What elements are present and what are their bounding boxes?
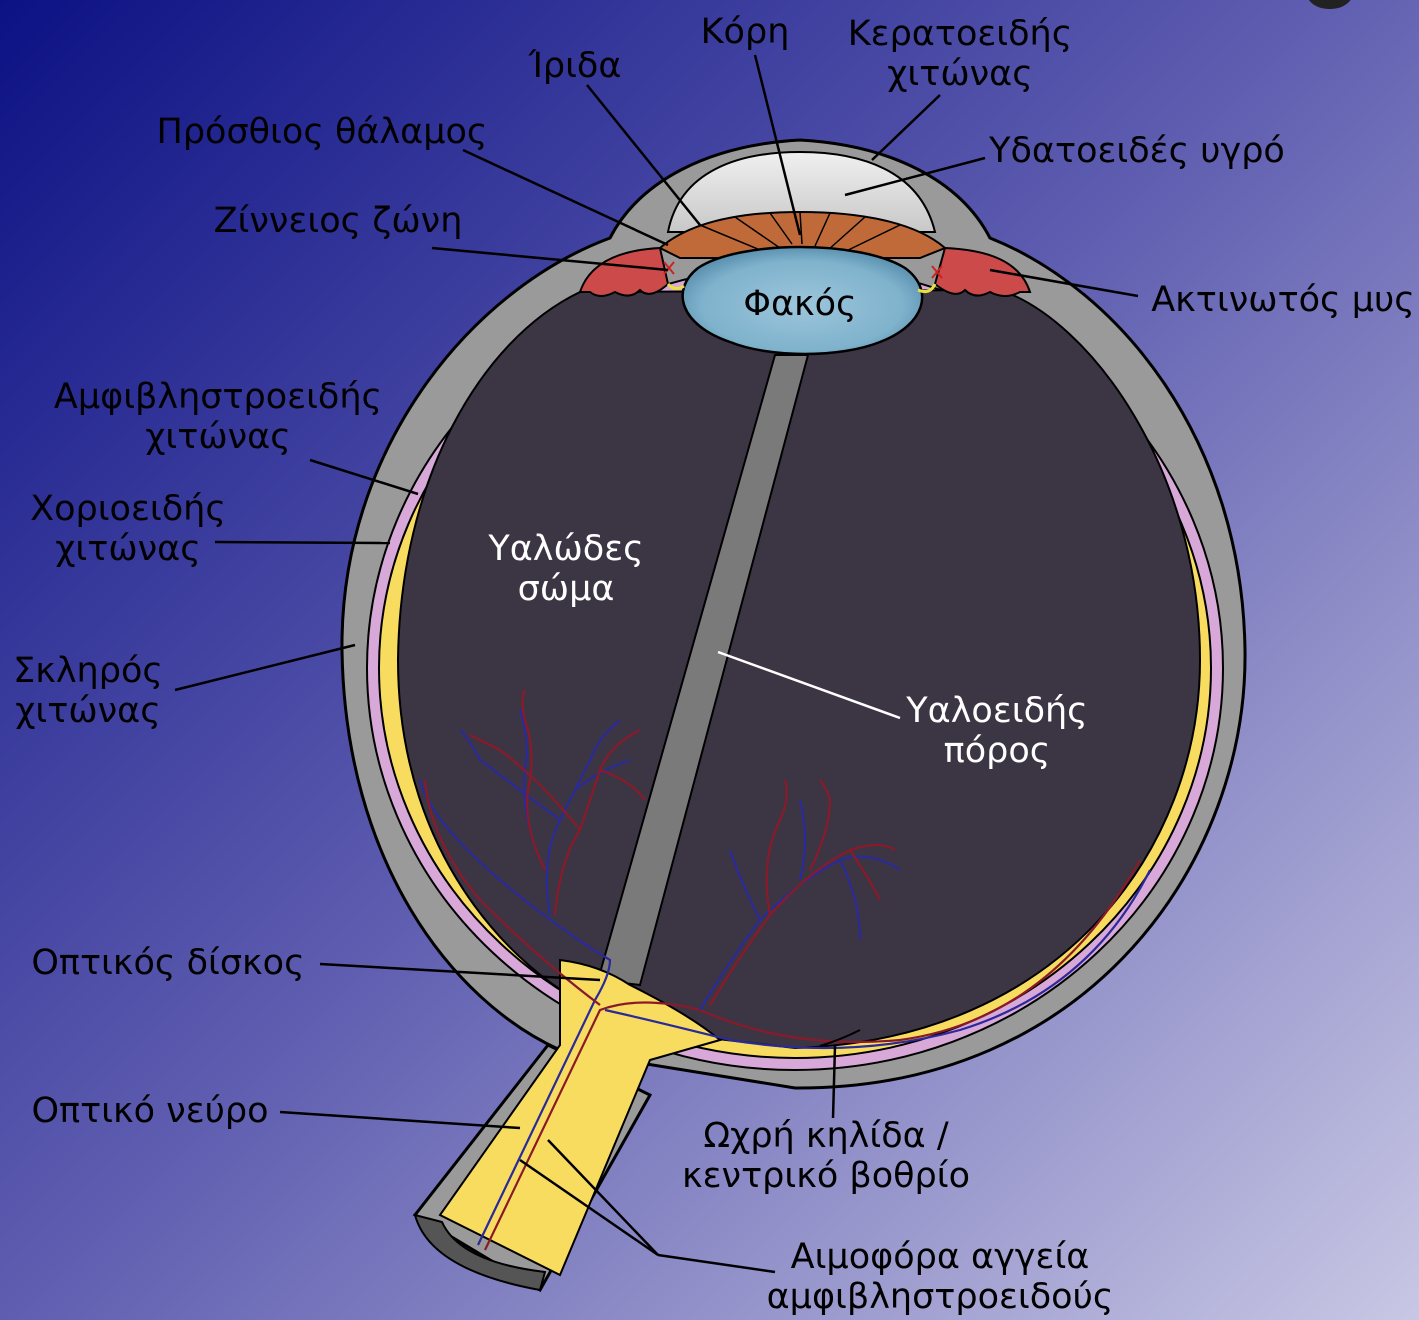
label-optic-nerve: Οπτικό νεύρο	[31, 1091, 268, 1131]
label-macula-line2: κεντρικό βοθρίο	[682, 1156, 970, 1196]
label-choroid-line2: χιτώνας	[55, 529, 201, 569]
label-cornea-line2: χιτώνας	[887, 54, 1033, 94]
label-hyaloid-line1: Υαλοειδής	[905, 691, 1087, 731]
label-vessels-line1: Αιμοφόρα αγγεία	[791, 1237, 1090, 1277]
label-retina-line1: Αμφιβληστροειδής	[54, 377, 382, 417]
label-hyaloid-line2: πόρος	[944, 731, 1051, 771]
label-vessels-line2: αμφιβληστροειδούς	[767, 1277, 1114, 1317]
label-anterior-chamber: Πρόσθιος θάλαμος	[157, 112, 488, 152]
label-vitreous-line1: Υαλώδες	[487, 529, 643, 569]
label-macula-line1: Ωχρή κηλίδα /	[703, 1116, 948, 1156]
label-cornea-line1: Κερατοειδής	[848, 14, 1073, 54]
vitreous-body	[398, 290, 1200, 1048]
label-vitreous-line2: σώμα	[518, 569, 615, 609]
label-iris: Ίριδα	[528, 46, 622, 86]
label-lens: Φακός	[743, 284, 856, 324]
corner-glyph: ʘ	[1300, 0, 1360, 25]
label-sclera-line1: Σκληρός	[13, 651, 163, 691]
label-aqueous-humour: Υδατοειδές υγρό	[988, 131, 1285, 171]
label-optic-disc: Οπτικός δίσκος	[31, 943, 304, 983]
label-ciliary-muscle: Ακτινωτός μυς	[1151, 280, 1415, 320]
label-pupil: Κόρη	[701, 12, 790, 52]
label-retina-line2: χιτώνας	[145, 417, 291, 457]
label-zonule: Ζίννειος ζώνη	[214, 201, 463, 241]
label-choroid-line1: Χοριοειδής	[30, 489, 226, 529]
label-sclera-line2: χιτώνας	[15, 691, 161, 731]
